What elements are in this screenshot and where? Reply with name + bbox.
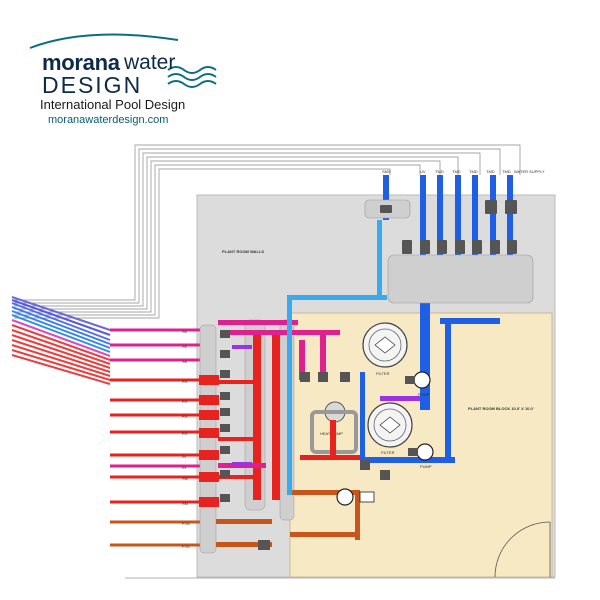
top-label: TMD bbox=[452, 169, 461, 174]
brand-url[interactable]: moranawaterdesign.com bbox=[48, 114, 169, 126]
inlet-label: IN bbox=[182, 454, 186, 459]
inlet-fan bbox=[11, 296, 111, 385]
inlet-label: RS bbox=[182, 399, 188, 404]
inlet-label: PJG bbox=[182, 521, 190, 526]
inlet-label: RS bbox=[182, 414, 188, 419]
top-label: TMD bbox=[486, 169, 495, 174]
red-pipe bbox=[330, 420, 336, 460]
top-label: TMD bbox=[435, 169, 444, 174]
pump-icon bbox=[405, 371, 431, 389]
inlet-label: RS bbox=[182, 379, 188, 384]
equipment-label: PUMP bbox=[420, 464, 432, 469]
pump-icon bbox=[408, 443, 434, 461]
filter-icon bbox=[362, 322, 408, 368]
red-pipe bbox=[300, 455, 360, 460]
inlet-label: IN bbox=[182, 465, 186, 470]
top-label: TMD bbox=[469, 169, 478, 174]
top-label: TMD bbox=[502, 169, 511, 174]
equipment-label: FILTER bbox=[376, 371, 390, 376]
plant-room-walls-label: PLANT ROOM WALLS bbox=[222, 249, 264, 254]
red-pipes bbox=[199, 330, 280, 507]
brand-name-light: water bbox=[124, 51, 176, 74]
valve-icons bbox=[220, 200, 517, 550]
equipment-label: PUMP bbox=[418, 392, 430, 397]
inlet-label: RS bbox=[182, 431, 188, 436]
inlet-labels: SK SK SK RS RS RS RS IN IN SM SM PJG PJG bbox=[182, 329, 190, 549]
inlet-wires bbox=[14, 144, 521, 319]
inlet-label: SM bbox=[182, 476, 188, 481]
brand-design: DESIGN bbox=[42, 72, 143, 98]
inlet-label: SK bbox=[182, 344, 188, 349]
top-equipment bbox=[364, 199, 534, 304]
purple-pipes bbox=[232, 345, 420, 466]
orange-pipes bbox=[216, 490, 360, 547]
plant-room-block-label: PLANT ROOM BLOCK 10.0' X 10.0' bbox=[468, 406, 534, 411]
door-swing bbox=[494, 521, 551, 578]
top-label: SMS bbox=[382, 169, 391, 174]
pump-icon bbox=[336, 488, 375, 506]
inlet-label: SK bbox=[182, 329, 188, 334]
equipment-label: FILTER bbox=[381, 450, 395, 455]
brand-tagline: International Pool Design bbox=[40, 97, 186, 112]
inlet-label: SK bbox=[182, 359, 188, 364]
top-label: UV bbox=[420, 169, 426, 174]
left-manifold-lines bbox=[110, 328, 200, 547]
inlet-label: SM bbox=[182, 501, 188, 506]
top-label: WATER SUPPLY bbox=[514, 169, 545, 174]
inlet-label: PJG bbox=[182, 544, 190, 549]
wave-icon bbox=[29, 33, 217, 88]
brand-name-bold: morana bbox=[42, 50, 120, 75]
logo: morana water DESIGN International Pool D… bbox=[28, 28, 228, 138]
top-labels: SMS UV TMD TMD TMD TMD TMD WATER SUPPLY bbox=[382, 169, 545, 174]
filter-icon bbox=[367, 402, 413, 448]
